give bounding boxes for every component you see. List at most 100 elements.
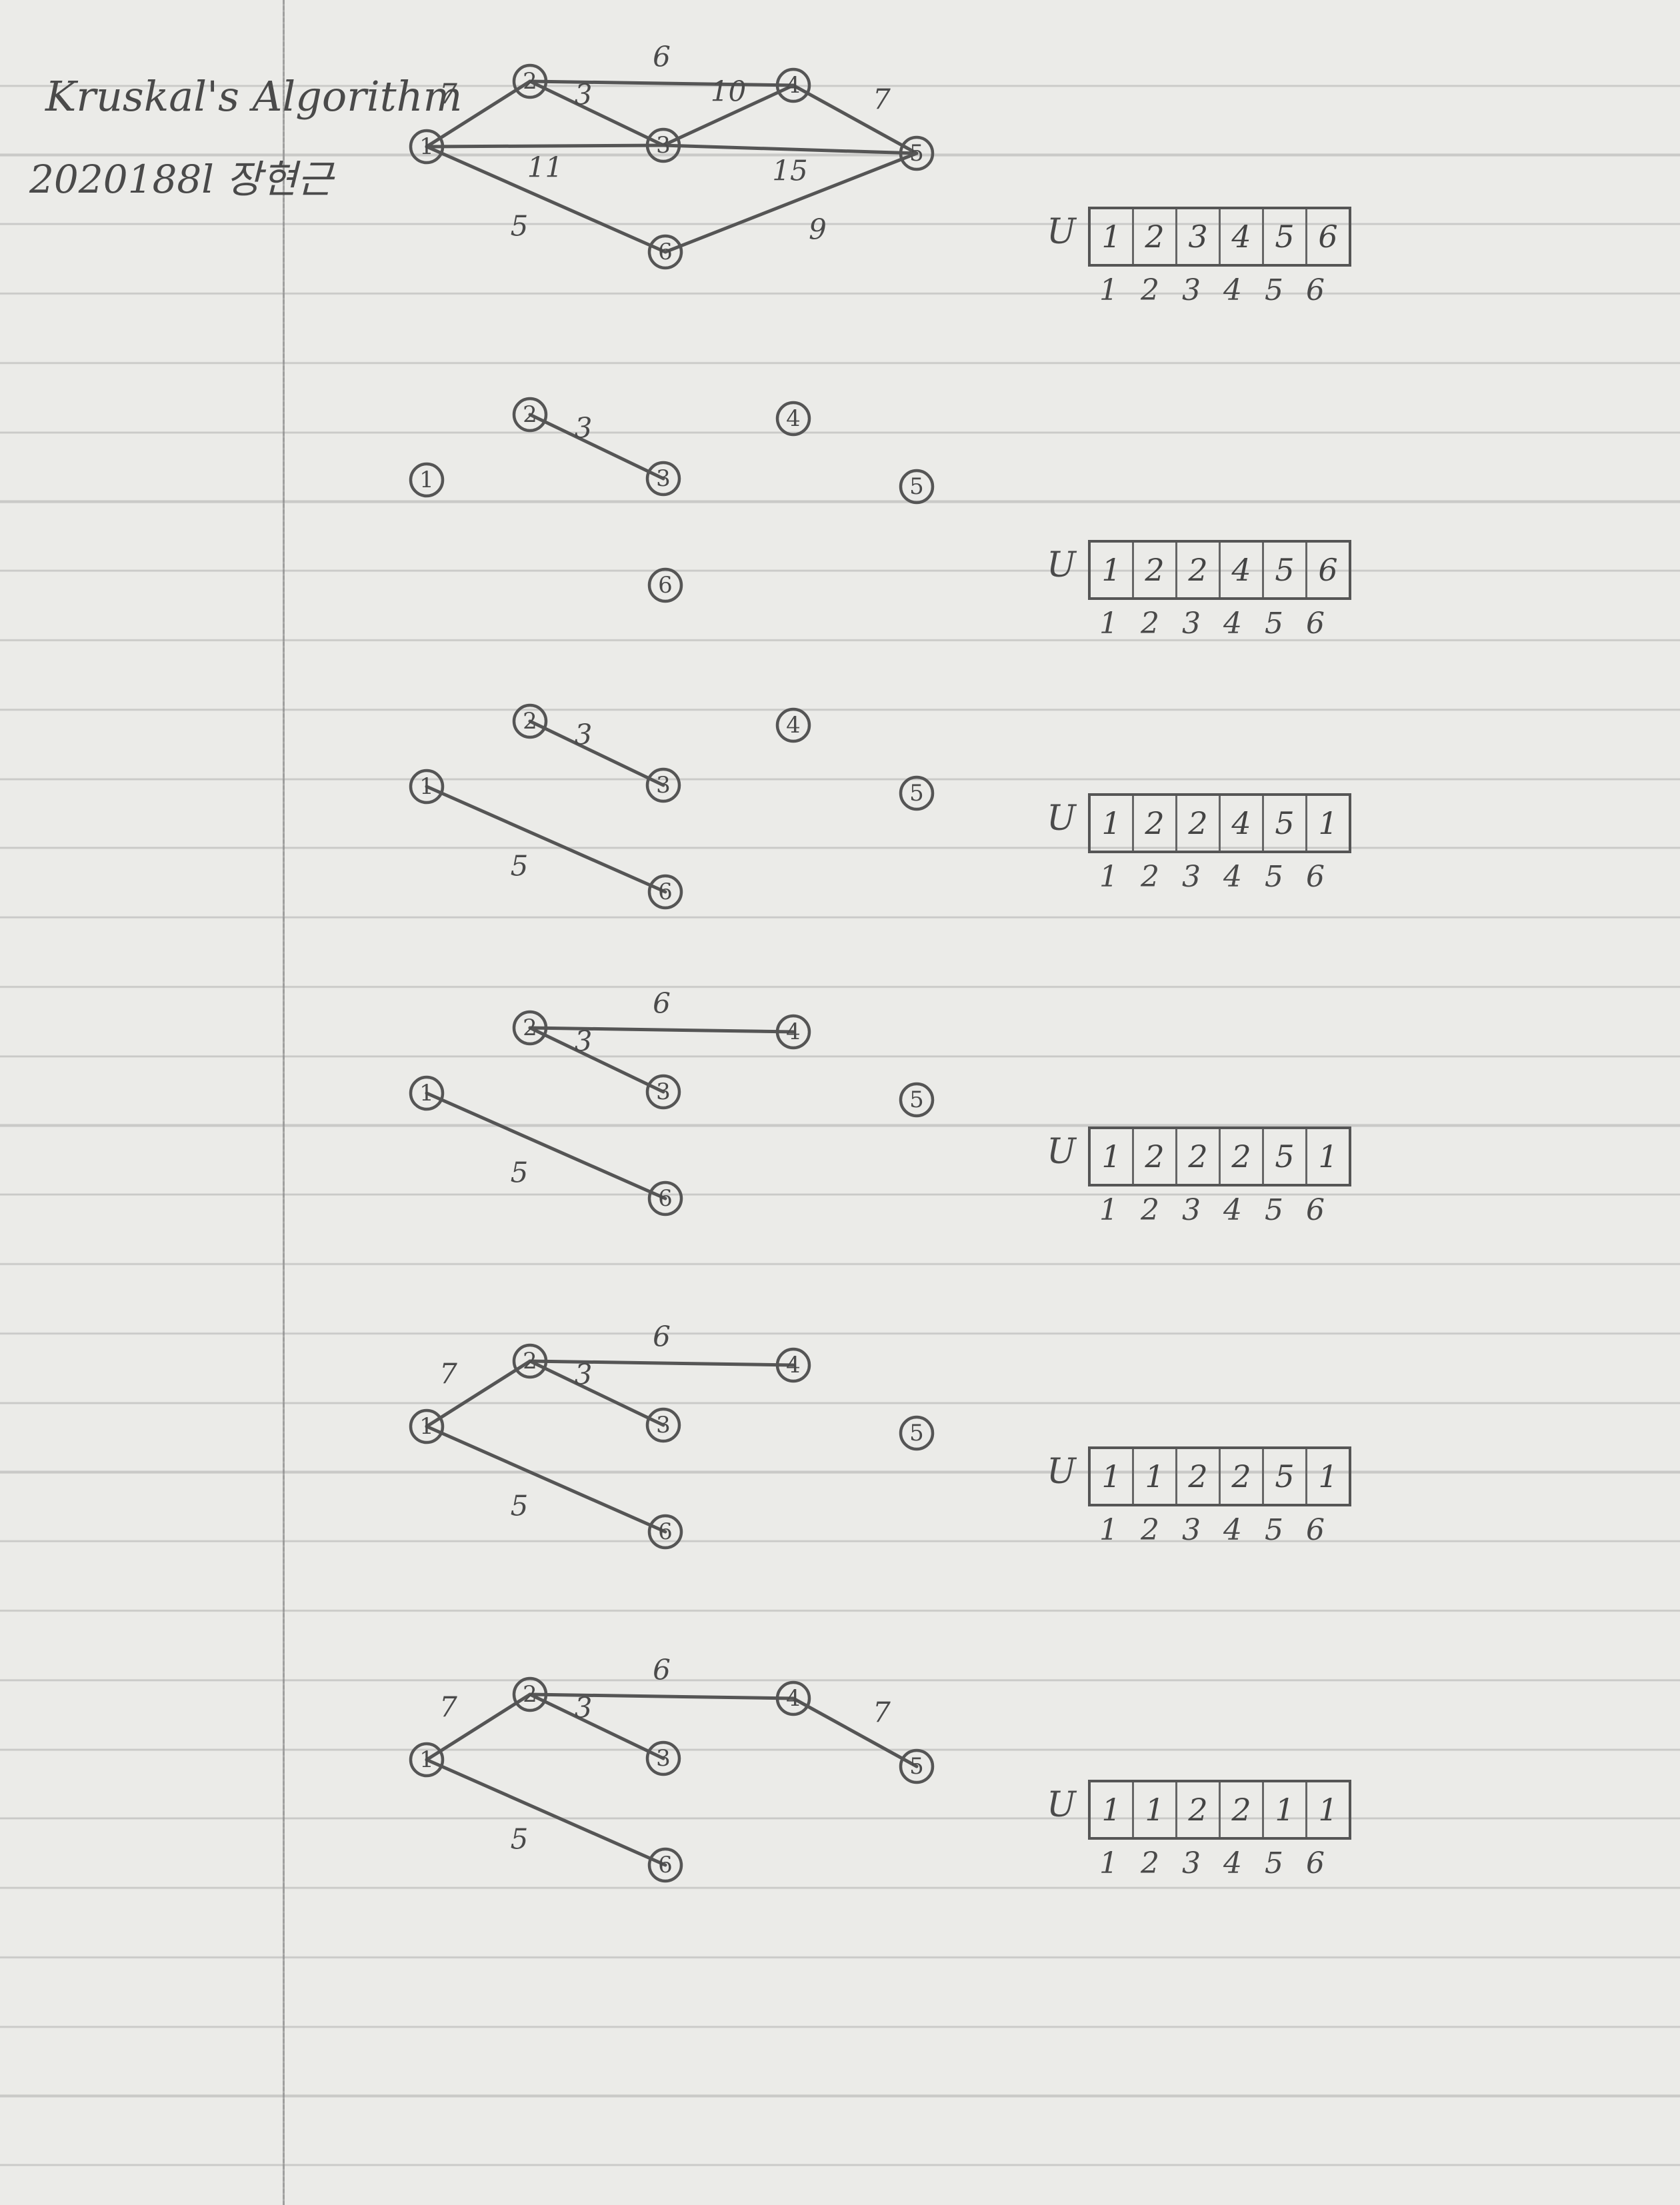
union-find-cell-2: 1 bbox=[1134, 1782, 1177, 1837]
union-find-cell-1: 1 bbox=[1091, 1129, 1134, 1184]
edge-1-6 bbox=[425, 1091, 667, 1200]
node-1 bbox=[409, 1075, 445, 1111]
union-find-index-6: 6 bbox=[1306, 273, 1325, 307]
union-find-cell-4: 2 bbox=[1221, 1449, 1264, 1504]
union-find-index-1: 1 bbox=[1099, 607, 1118, 641]
node-label-5: 5 bbox=[909, 473, 924, 500]
union-find-label: U bbox=[1047, 212, 1076, 252]
student-id-name: 2020188l 장현근 bbox=[29, 157, 333, 202]
union-find-cell-2: 2 bbox=[1134, 543, 1177, 597]
union-find-cell-3: 2 bbox=[1177, 1129, 1221, 1184]
node-6 bbox=[647, 874, 683, 910]
edge-weight-4-5: 7 bbox=[873, 83, 891, 116]
node-label-3: 3 bbox=[656, 1412, 671, 1438]
node-label-1: 1 bbox=[419, 1080, 434, 1106]
node-1 bbox=[409, 1408, 445, 1444]
node-label-5: 5 bbox=[909, 1753, 924, 1780]
node-5 bbox=[899, 775, 935, 811]
edge-6-5 bbox=[663, 151, 919, 254]
node-3 bbox=[645, 767, 681, 803]
union-find-index-2: 2 bbox=[1141, 1193, 1159, 1227]
edge-2-3 bbox=[528, 79, 665, 147]
union-find-cell-1: 1 bbox=[1091, 209, 1134, 264]
node-label-5: 5 bbox=[909, 780, 924, 807]
node-4 bbox=[775, 1680, 811, 1716]
node-label-3: 3 bbox=[656, 1745, 671, 1772]
node-1 bbox=[409, 769, 445, 805]
edge-2-4 bbox=[528, 1692, 795, 1700]
node-label-6: 6 bbox=[658, 239, 673, 265]
union-find-label: U bbox=[1047, 1452, 1076, 1492]
union-find-index-6: 6 bbox=[1306, 607, 1325, 641]
union-find-index-2: 2 bbox=[1141, 860, 1159, 894]
union-find-cell-3: 2 bbox=[1177, 1449, 1221, 1504]
node-label-1: 1 bbox=[419, 773, 434, 800]
edge-weight-2-3: 3 bbox=[575, 719, 593, 751]
union-find-cell-6: 1 bbox=[1318, 1792, 1338, 1828]
union-find-index-3: 3 bbox=[1182, 1846, 1201, 1880]
union-find-label: U bbox=[1047, 1785, 1076, 1825]
union-find-cell-2: 1 bbox=[1134, 1449, 1177, 1504]
node-3 bbox=[645, 1740, 681, 1776]
margin-line bbox=[283, 0, 285, 2205]
node-label-6: 6 bbox=[658, 1852, 673, 1878]
edge-3-5 bbox=[661, 143, 919, 155]
union-find-cell-2: 2 bbox=[1134, 796, 1177, 851]
union-find-label: U bbox=[1047, 1132, 1076, 1172]
union-find-index-2: 2 bbox=[1141, 607, 1159, 641]
edge-2-3 bbox=[528, 1692, 665, 1760]
union-find-cell-2: 2 bbox=[1134, 209, 1177, 264]
union-find-cell-1: 1 bbox=[1091, 796, 1134, 851]
node-5 bbox=[899, 135, 935, 171]
union-find-cell-6: 1 bbox=[1318, 805, 1338, 841]
node-label-6: 6 bbox=[658, 1518, 673, 1545]
union-find-index-5: 5 bbox=[1265, 1193, 1283, 1227]
union-find-cell-5: 5 bbox=[1264, 209, 1307, 264]
node-label-1: 1 bbox=[419, 1413, 434, 1440]
union-find-index-4: 4 bbox=[1223, 1846, 1242, 1880]
node-label-4: 4 bbox=[786, 1352, 801, 1378]
union-find-index-5: 5 bbox=[1265, 1513, 1283, 1547]
node-4 bbox=[775, 401, 811, 437]
union-find-cell-3: 3 bbox=[1177, 209, 1221, 264]
union-find-cell-3: 2 bbox=[1177, 796, 1221, 851]
node-4 bbox=[775, 1347, 811, 1383]
union-find-cell-4: 4 bbox=[1221, 543, 1264, 597]
edge-weight-1-2: 7 bbox=[439, 1358, 457, 1390]
node-label-5: 5 bbox=[909, 140, 924, 167]
edge-1-2 bbox=[425, 79, 532, 149]
node-5 bbox=[899, 1082, 935, 1118]
node-label-1: 1 bbox=[419, 1746, 434, 1773]
node-4 bbox=[775, 1014, 811, 1050]
edge-1-6 bbox=[425, 1758, 667, 1867]
node-3 bbox=[645, 1074, 681, 1110]
union-find-cell-6: 1 bbox=[1318, 1138, 1338, 1174]
union-find-index-6: 6 bbox=[1306, 1513, 1325, 1547]
edge-weight-6-5: 9 bbox=[809, 213, 827, 246]
node-5 bbox=[899, 469, 935, 505]
node-label-2: 2 bbox=[523, 68, 537, 95]
node-3 bbox=[645, 127, 681, 163]
node-2 bbox=[512, 63, 548, 99]
node-2 bbox=[512, 1010, 548, 1046]
edge-weight-1-6: 5 bbox=[511, 1490, 529, 1522]
edge-2-3 bbox=[528, 719, 665, 787]
union-find-index-2: 2 bbox=[1141, 1513, 1159, 1547]
node-6 bbox=[647, 1847, 683, 1883]
union-find-cell-1: 1 bbox=[1091, 1449, 1134, 1504]
edge-weight-1-3: 11 bbox=[527, 151, 563, 184]
edge-weight-2-3: 3 bbox=[575, 412, 593, 445]
union-find-index-5: 5 bbox=[1265, 1846, 1283, 1880]
node-label-2: 2 bbox=[523, 1681, 537, 1708]
node-5 bbox=[899, 1748, 935, 1784]
